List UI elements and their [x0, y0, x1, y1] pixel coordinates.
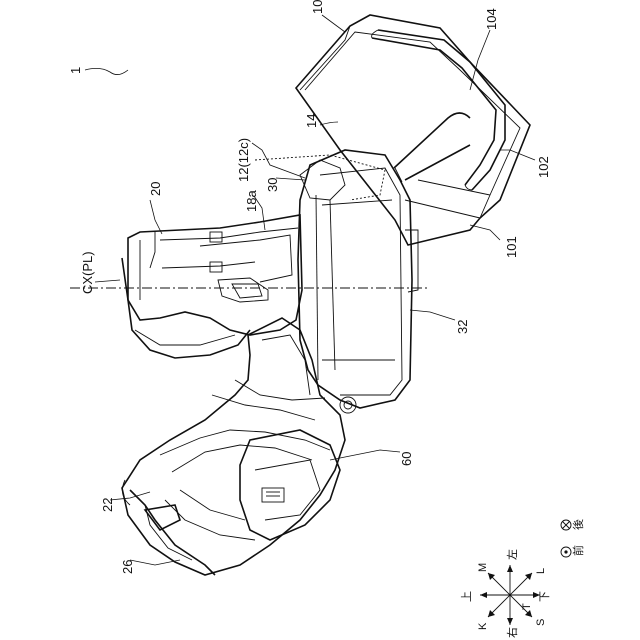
cover-part-100 [296, 15, 530, 245]
label-26: 26 [120, 560, 135, 574]
label-32: 32 [455, 320, 470, 334]
direction-right: 右 [505, 627, 519, 638]
direction-up: 上 [460, 591, 473, 602]
label-101: 101 [504, 236, 519, 258]
label-12-12c: 12(12c) [236, 138, 251, 182]
label-14: 14 [304, 114, 319, 128]
direction-compass [480, 565, 540, 625]
direction-front: 前 [571, 545, 585, 556]
label-22: 22 [100, 498, 115, 512]
front-back-symbols [561, 520, 571, 557]
direction-l: L [535, 568, 547, 574]
direction-back: 後 [571, 519, 585, 530]
label-figure-1: 1 [68, 67, 83, 74]
label-18a: 18a [244, 190, 259, 212]
direction-s: S [535, 619, 547, 626]
main-body [122, 215, 345, 575]
leader-lines [85, 15, 535, 565]
label-104: 104 [484, 8, 499, 30]
label-100: 100 [310, 0, 325, 14]
label-30: 30 [265, 178, 280, 192]
label-axis-cx-pl: CX(PL) [80, 251, 95, 294]
label-20: 20 [148, 182, 163, 196]
direction-k: K [477, 622, 489, 630]
label-60: 60 [399, 452, 414, 466]
direction-down: 下 [539, 591, 551, 602]
direction-m: M [477, 563, 489, 572]
direction-t: T [521, 603, 533, 610]
direction-left: 左 [506, 549, 519, 560]
label-102: 102 [536, 156, 551, 178]
